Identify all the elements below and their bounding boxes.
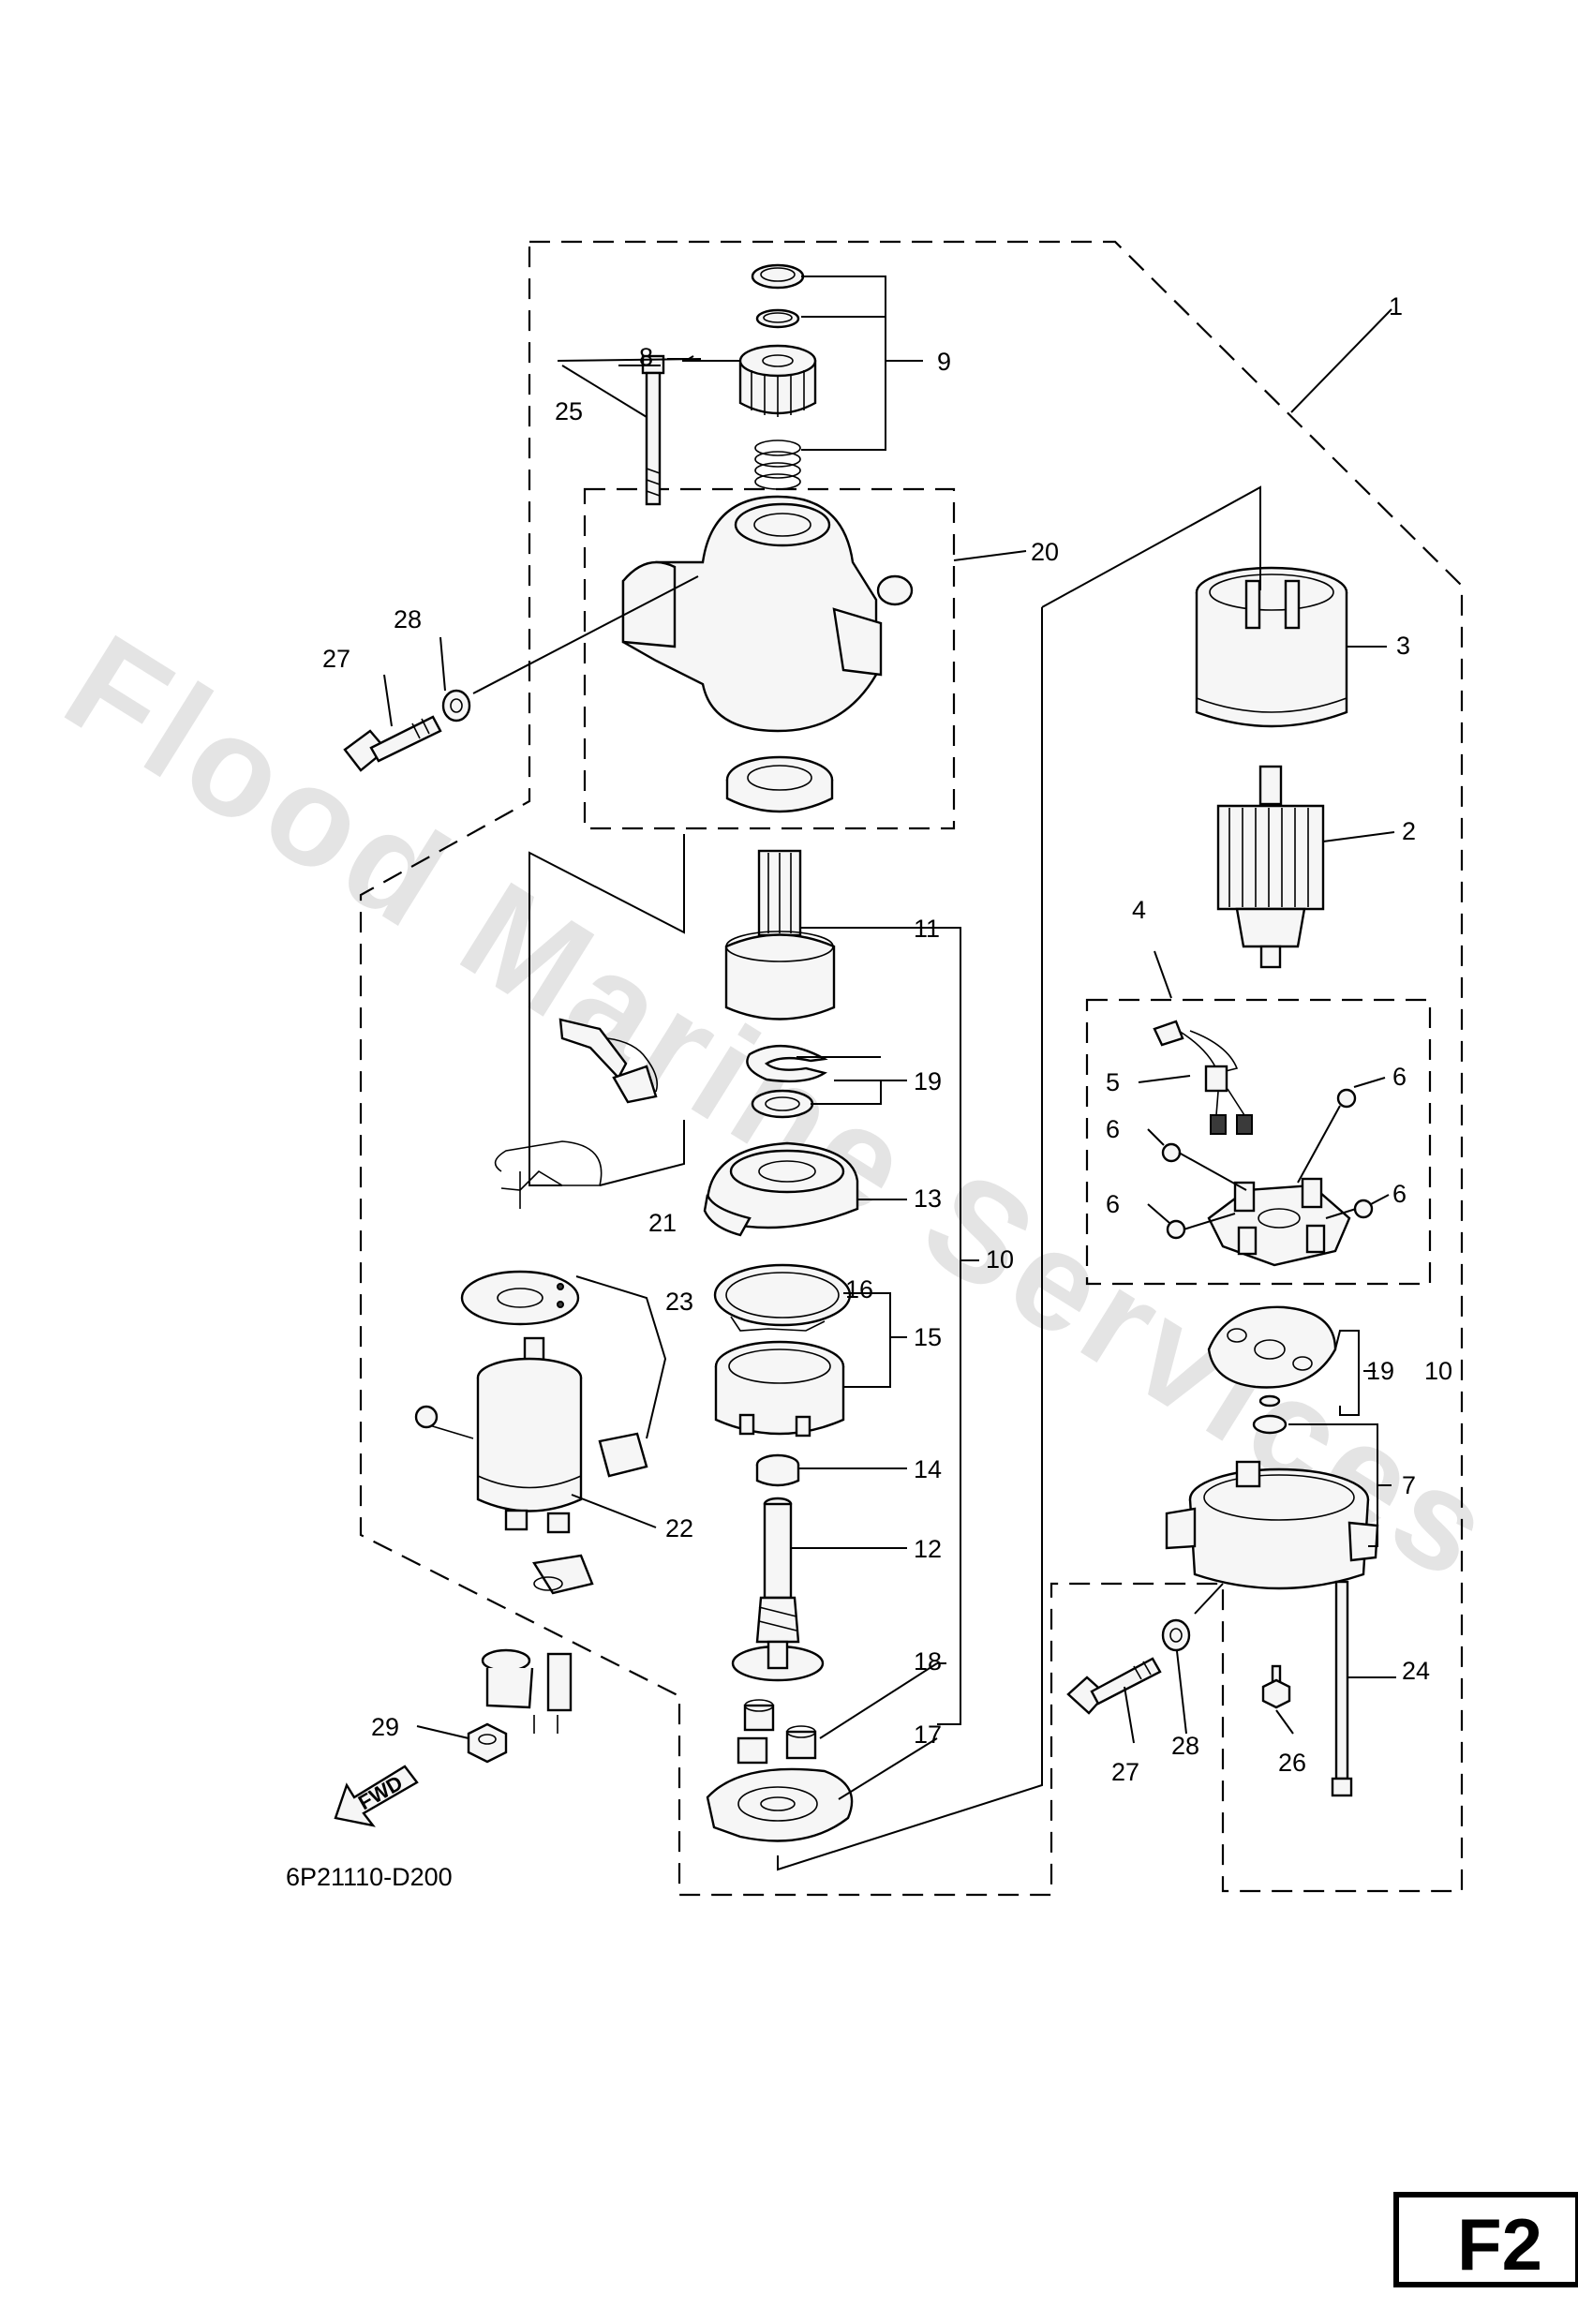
callout-27b: 27 xyxy=(1111,1758,1139,1786)
part-bushing-14 xyxy=(755,1453,800,1487)
part-shaft-12 xyxy=(731,1497,825,1682)
part-internal-gear-15 xyxy=(714,1340,845,1438)
callout-28b: 28 xyxy=(1171,1732,1199,1760)
part-washer-28-right xyxy=(1161,1618,1191,1652)
part-plate-17 xyxy=(706,1767,854,1842)
drawing-code: 6P21110-D200 xyxy=(286,1863,453,1891)
part-bolt-27-right xyxy=(1066,1657,1162,1715)
page-code: F2 xyxy=(1457,2203,1542,2286)
part-plate-19-right xyxy=(1207,1305,1337,1435)
page-code-box: F2 xyxy=(1393,2192,1578,2287)
callout-8: 8 xyxy=(639,343,653,371)
callout-17: 17 xyxy=(914,1721,942,1749)
part-plate-23 xyxy=(460,1270,580,1326)
callout-6d: 6 xyxy=(1106,1190,1120,1218)
part-spring xyxy=(754,439,801,490)
callout-21: 21 xyxy=(648,1209,677,1237)
callout-3: 3 xyxy=(1396,632,1410,660)
part-springs-6 xyxy=(1161,1088,1374,1240)
part-clutch xyxy=(724,849,836,1020)
part-eclip-19 xyxy=(746,1045,828,1119)
callout-16: 16 xyxy=(845,1275,873,1304)
callout-18: 18 xyxy=(914,1647,942,1676)
callout-6c: 6 xyxy=(1392,1180,1407,1208)
assembly-boundary xyxy=(359,240,1464,1897)
callout-15: 15 xyxy=(914,1323,942,1351)
part-washer-28-left xyxy=(441,689,471,723)
callout-19b: 19 xyxy=(1366,1357,1394,1385)
callout-6a: 6 xyxy=(1392,1063,1407,1091)
part-rear-cover-7 xyxy=(1165,1460,1379,1590)
leader-lines xyxy=(383,276,1396,1871)
part-nut-29 xyxy=(467,1722,508,1764)
callout-12: 12 xyxy=(914,1535,942,1563)
callout-10a: 10 xyxy=(986,1245,1014,1274)
part-brush-holder xyxy=(1207,1177,1351,1267)
part-boot-23 xyxy=(598,1432,648,1478)
part-front-bracket xyxy=(621,495,914,733)
part-lever-21 xyxy=(494,1018,659,1209)
callout-9: 9 xyxy=(937,348,951,376)
callout-25: 25 xyxy=(555,397,583,425)
part-armature xyxy=(1216,765,1325,969)
callout-6b: 6 xyxy=(1106,1115,1120,1143)
callout-5: 5 xyxy=(1106,1068,1120,1096)
part-through-bolt-24 xyxy=(1331,1580,1353,1797)
callout-22: 22 xyxy=(665,1514,693,1542)
callout-27a: 27 xyxy=(322,645,350,673)
part-solenoid-plunger xyxy=(481,1554,594,1734)
part-yoke xyxy=(1195,566,1348,728)
callout-20: 20 xyxy=(1031,538,1059,566)
callout-10b: 10 xyxy=(1424,1357,1452,1385)
part-solenoid-22 xyxy=(414,1336,583,1534)
callout-14: 14 xyxy=(914,1455,942,1483)
callout-13: 13 xyxy=(914,1184,942,1213)
callout-11: 11 xyxy=(914,915,940,943)
callout-23: 23 xyxy=(665,1288,693,1316)
part-long-bolt-25 xyxy=(641,354,665,506)
callout-labels: 1 2 3 4 5 6 6 6 6 7 8 9 10 10 11 12 13 1… xyxy=(322,292,1452,1786)
callout-24: 24 xyxy=(1402,1657,1430,1685)
callout-4: 4 xyxy=(1132,896,1146,924)
callout-1: 1 xyxy=(1389,292,1403,320)
part-ring-16 xyxy=(713,1263,852,1332)
callout-28a: 28 xyxy=(394,605,422,633)
group-box-20 xyxy=(583,487,956,830)
part-screw-26 xyxy=(1261,1664,1291,1709)
part-bearing xyxy=(725,755,834,813)
group-box-4 xyxy=(1085,998,1432,1286)
part-collar xyxy=(751,263,805,329)
part-brushes-5 xyxy=(1153,1020,1253,1135)
callout-19a: 19 xyxy=(914,1067,942,1095)
part-carrier-13 xyxy=(703,1141,859,1237)
callout-7: 7 xyxy=(1402,1471,1416,1499)
part-planet-gears-18 xyxy=(737,1699,817,1765)
callout-26: 26 xyxy=(1278,1749,1306,1777)
callout-2: 2 xyxy=(1402,817,1416,845)
part-bolt-27-left xyxy=(343,715,442,772)
fwd-arrow-icon: FWD xyxy=(334,1765,419,1827)
part-pinion xyxy=(738,344,817,417)
callout-29: 29 xyxy=(371,1713,399,1741)
